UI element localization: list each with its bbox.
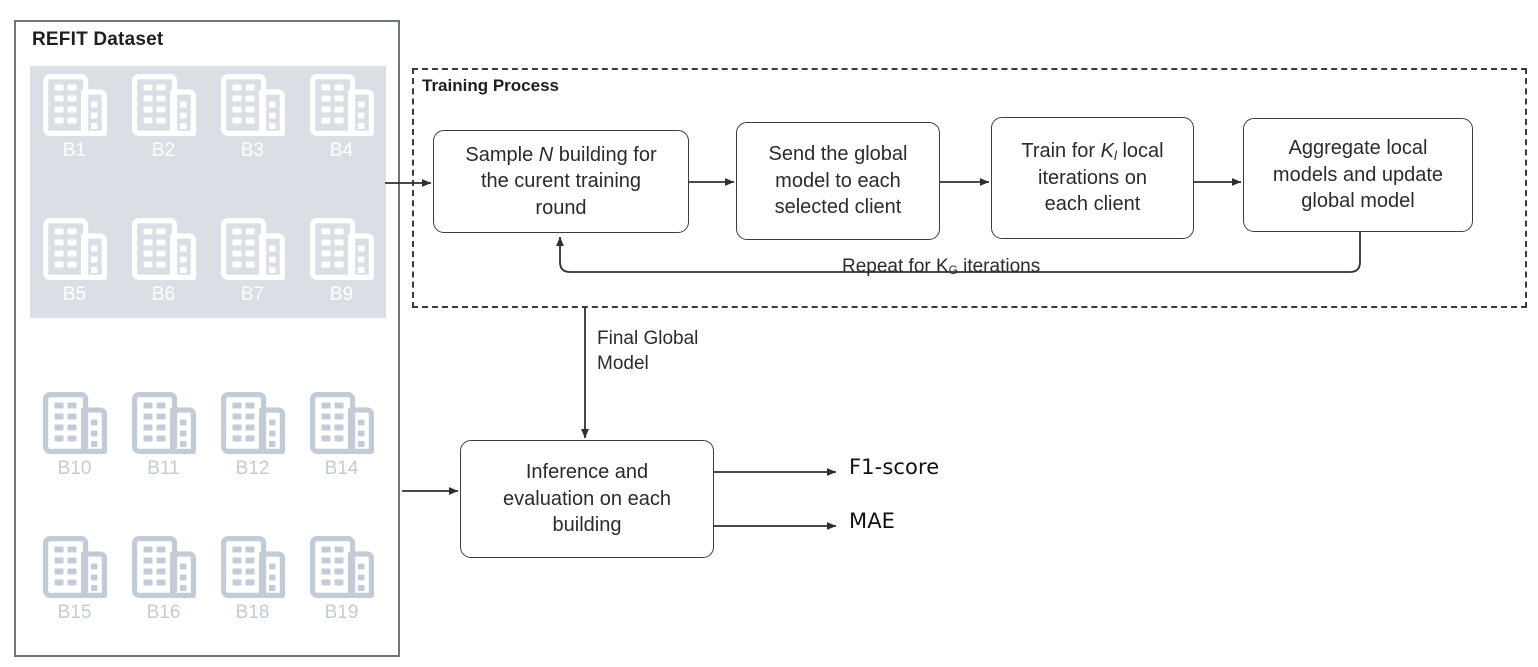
building-icon	[42, 218, 107, 280]
building-item: B19	[297, 536, 386, 622]
building-label: B10	[57, 458, 92, 479]
building-label: B7	[240, 284, 265, 305]
building-item: B3	[208, 74, 297, 160]
building-item: B7	[208, 218, 297, 304]
building-label: B11	[147, 458, 180, 479]
building-icon	[220, 74, 285, 136]
building-icon	[220, 218, 285, 280]
building-item: B18	[208, 536, 297, 622]
building-icon	[131, 536, 196, 598]
building-label: B18	[235, 602, 270, 623]
building-icon	[309, 74, 374, 136]
building-item: B10	[30, 392, 119, 478]
building-icon	[220, 536, 285, 598]
loop-iterations-label: Repeat for KG iterations	[838, 255, 1045, 280]
building-item: B12	[208, 392, 297, 478]
building-item: B5	[30, 218, 119, 304]
building-icon	[309, 392, 374, 454]
building-icon	[42, 392, 107, 454]
building-item: B4	[297, 74, 386, 160]
building-icon	[42, 74, 107, 136]
building-icon	[309, 218, 374, 280]
training-process-container	[412, 68, 1527, 308]
building-label: B9	[329, 284, 354, 305]
building-icon	[220, 392, 285, 454]
training-process-title: Training Process	[422, 76, 559, 95]
building-label: B12	[235, 458, 270, 479]
building-label: B3	[240, 140, 265, 161]
building-label: B2	[151, 140, 176, 161]
building-label: B14	[324, 458, 359, 479]
building-item: B11	[119, 392, 208, 478]
building-label: B16	[146, 602, 181, 623]
building-item: B15	[30, 536, 119, 622]
building-label: B1	[62, 140, 87, 161]
building-label: B19	[324, 602, 359, 623]
building-label: B6	[151, 284, 176, 305]
building-item: B6	[119, 218, 208, 304]
building-icon	[131, 74, 196, 136]
building-item: B9	[297, 218, 386, 304]
output-mae-label: MAE	[849, 509, 896, 533]
output-f1-score-label: F1-score	[849, 455, 940, 479]
building-icon	[131, 392, 196, 454]
building-item: B2	[119, 74, 208, 160]
building-label: B5	[62, 284, 87, 305]
building-icon	[131, 218, 196, 280]
building-icon	[309, 536, 374, 598]
building-item: B14	[297, 392, 386, 478]
building-label: B4	[329, 140, 354, 161]
building-item: B16	[119, 536, 208, 622]
building-label: B15	[57, 602, 92, 623]
dataset-title: REFIT Dataset	[32, 29, 164, 50]
building-icon	[42, 536, 107, 598]
building-item: B1	[30, 74, 119, 160]
